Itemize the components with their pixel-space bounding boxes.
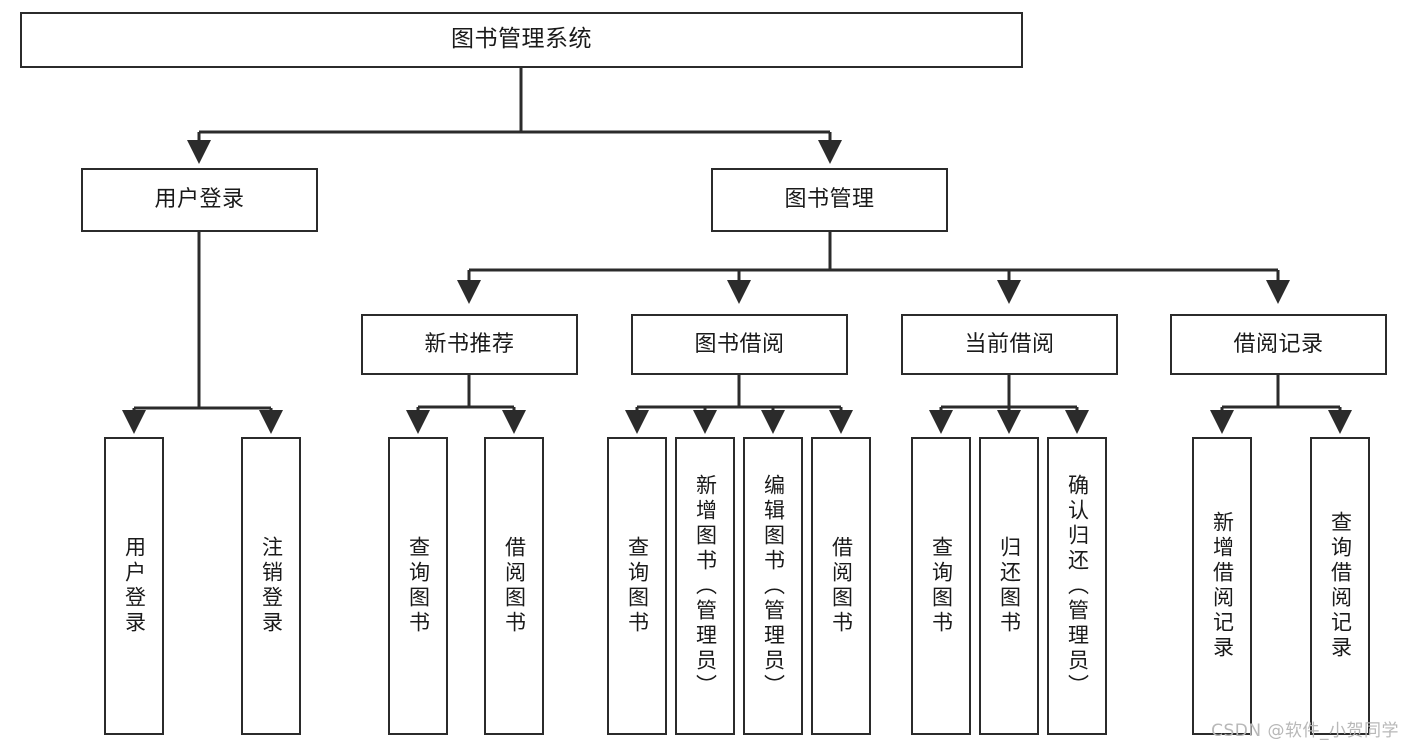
node-book-borrowing[interactable]: 图书借阅 — [631, 314, 848, 375]
leaf-user-login-logout[interactable]: 注销登录 — [241, 437, 301, 735]
leaf-records-add-record[interactable]: 新增借阅记录 — [1192, 437, 1252, 735]
node-label: 借阅图书 — [829, 536, 854, 636]
leaf-new-book-query-books[interactable]: 查询图书 — [388, 437, 448, 735]
leaf-borrow-edit-book-admin[interactable]: 编辑图书（管理员） — [743, 437, 803, 735]
node-label: 归还图书 — [997, 536, 1022, 636]
node-label: 新增图书（管理员） — [693, 473, 718, 699]
node-label: 用户登录 — [154, 187, 245, 213]
node-label: 借阅图书 — [502, 536, 527, 636]
node-label: 查询图书 — [929, 536, 954, 636]
leaf-borrow-borrow-books[interactable]: 借阅图书 — [811, 437, 871, 735]
node-label: 查询图书 — [406, 536, 431, 636]
node-user-login[interactable]: 用户登录 — [81, 168, 318, 232]
leaf-current-return-books[interactable]: 归还图书 — [979, 437, 1039, 735]
node-label: 查询图书 — [625, 536, 650, 636]
node-book-management[interactable]: 图书管理 — [711, 168, 948, 232]
node-current-borrowing[interactable]: 当前借阅 — [901, 314, 1118, 375]
node-label: 借阅记录 — [1233, 331, 1324, 357]
leaf-current-confirm-return-admin[interactable]: 确认归还（管理员） — [1047, 437, 1107, 735]
leaf-new-book-borrow-books[interactable]: 借阅图书 — [484, 437, 544, 735]
node-new-book-recommendation[interactable]: 新书推荐 — [361, 314, 578, 375]
watermark-text: CSDN @软件_小贺同学 — [1211, 721, 1399, 741]
node-root-book-management-system[interactable]: 图书管理系统 — [20, 12, 1023, 68]
node-label: 新书推荐 — [424, 331, 515, 357]
leaf-borrow-add-book-admin[interactable]: 新增图书（管理员） — [675, 437, 735, 735]
node-label: 图书管理 — [784, 187, 875, 213]
node-label: 用户登录 — [122, 536, 147, 636]
node-borrowing-records[interactable]: 借阅记录 — [1170, 314, 1387, 375]
leaf-records-query-record[interactable]: 查询借阅记录 — [1310, 437, 1370, 735]
node-label: 图书管理系统 — [451, 26, 592, 53]
node-label: 注销登录 — [259, 536, 284, 636]
leaf-current-query-books[interactable]: 查询图书 — [911, 437, 971, 735]
leaf-borrow-query-books[interactable]: 查询图书 — [607, 437, 667, 735]
node-label: 确认归还（管理员） — [1065, 473, 1090, 699]
leaf-user-login-login[interactable]: 用户登录 — [104, 437, 164, 735]
node-label: 当前借阅 — [964, 331, 1055, 357]
node-label: 图书借阅 — [694, 331, 785, 357]
node-label: 新增借阅记录 — [1210, 511, 1235, 661]
node-label: 编辑图书（管理员） — [761, 473, 786, 699]
node-label: 查询借阅记录 — [1328, 511, 1353, 661]
